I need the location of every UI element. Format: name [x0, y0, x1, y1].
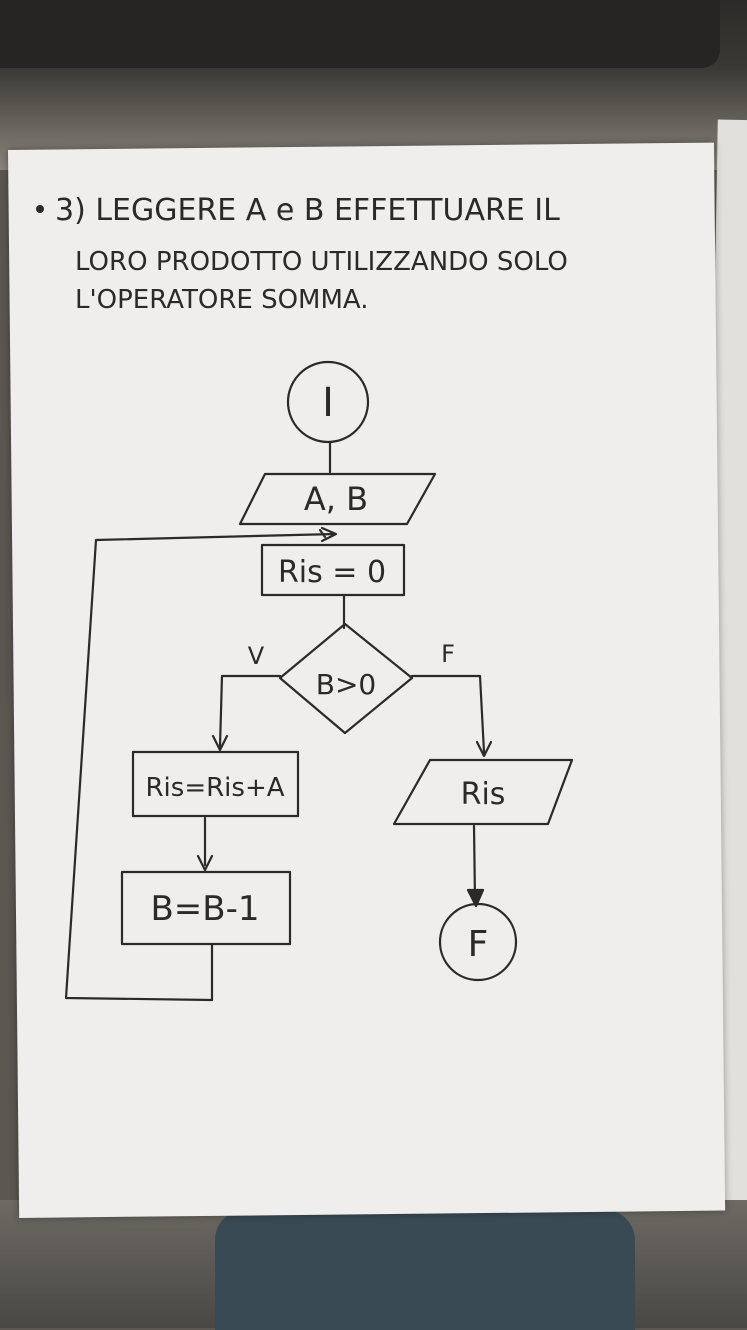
condition-label: B>0: [316, 668, 376, 701]
start-label: I: [322, 380, 334, 426]
title-line-2: LORO PRODOTTO UTILIZZANDO SOLO: [75, 247, 568, 277]
end-label: F: [468, 924, 489, 965]
output-node: [392, 758, 574, 826]
loop-back-line: [64, 532, 337, 1002]
decision-node: [278, 622, 414, 735]
end-node: [438, 902, 518, 982]
output-label: Ris: [461, 777, 506, 812]
sum-node: [131, 750, 300, 818]
title-line-3: L'OPERATORE SOMMA.: [75, 285, 369, 315]
laptop-edge: [0, 0, 720, 68]
bullet-icon: [36, 205, 44, 213]
sum-label: Ris=Ris+A: [145, 773, 284, 803]
start-node: [286, 360, 370, 444]
true-branch-label: V: [248, 642, 265, 670]
dark-object: [215, 1210, 635, 1330]
title-line-1: 3) LEGGERE A e B EFFETTUARE IL: [55, 193, 560, 228]
init-node: [260, 543, 406, 597]
decrement-node: [120, 870, 292, 946]
input-node: [238, 472, 437, 526]
input-label: A, B: [304, 480, 368, 518]
decrement-label: B=B-1: [150, 889, 259, 929]
init-label: Ris = 0: [278, 555, 386, 590]
false-branch-label: F: [441, 640, 455, 668]
